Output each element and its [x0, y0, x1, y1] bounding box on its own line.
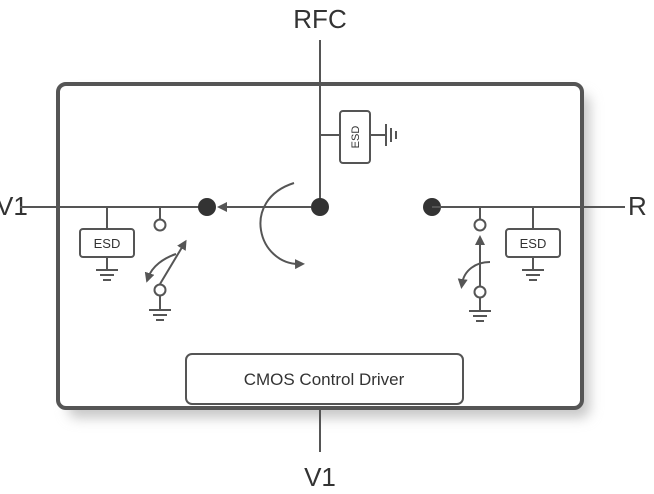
- right-esd-label: ESD: [520, 236, 547, 251]
- left-shunt-ground-contact: [153, 283, 167, 297]
- common-contact-node: [311, 198, 329, 216]
- left-contact-node: [198, 198, 216, 216]
- left-shunt-open-contact: [153, 218, 167, 232]
- cmos-driver-box: [185, 353, 464, 405]
- ground-icon: [96, 269, 118, 281]
- port-label-rfc: RFC: [293, 4, 346, 34]
- ground-icon: [149, 309, 171, 321]
- right-shunt-ground-contact: [473, 285, 487, 299]
- rfc-esd-box: [339, 110, 371, 164]
- right-shunt-open-contact: [473, 218, 487, 232]
- cmos-driver-label: CMOS Control Driver: [244, 370, 405, 389]
- left-shunt-arm-arrow: [159, 239, 187, 285]
- left-esd-label: ESD: [94, 236, 121, 251]
- left-shunt-rotation-arrow: [144, 253, 177, 283]
- ground-icon: [522, 269, 544, 281]
- port-label-right: R: [628, 191, 647, 221]
- rotation-arrow: [259, 182, 305, 270]
- rfc-esd-label: ESD: [350, 126, 362, 149]
- port-label-bottom: V1: [304, 462, 336, 492]
- right-shunt-rotation-arrow: [457, 261, 491, 289]
- ground-icon: [469, 310, 491, 322]
- ground-icon: [385, 124, 397, 146]
